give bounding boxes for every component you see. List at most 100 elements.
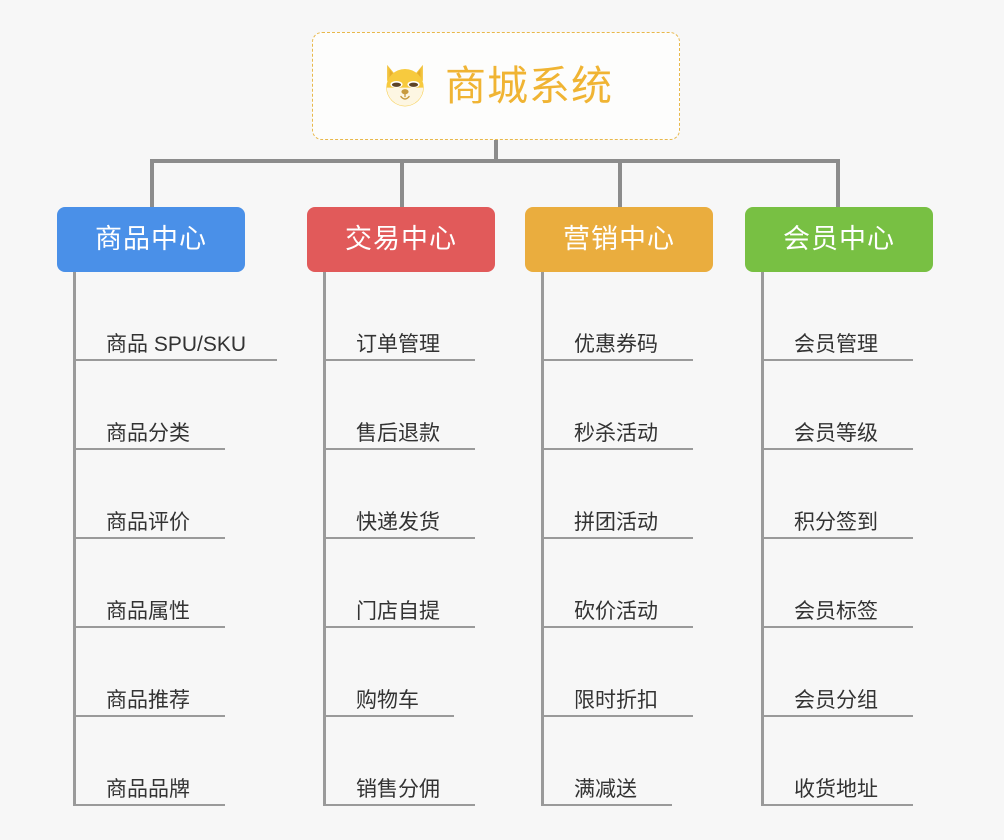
subitem-label: 快递发货	[356, 511, 440, 534]
subitem-list-4: 会员管理 会员等级 积分签到 会员标签 会员分组 收货地址	[761, 272, 965, 806]
list-item[interactable]: 销售分佣	[323, 717, 527, 806]
subitem-label: 售后退款	[356, 422, 440, 445]
list-item[interactable]: 砍价活动	[541, 539, 745, 628]
connector-horizontal-bar	[152, 159, 840, 163]
category-header-3[interactable]: 营销中心	[525, 207, 713, 272]
subitem-rule	[761, 626, 913, 628]
list-item[interactable]: 限时折扣	[541, 628, 745, 717]
subitem-rule	[541, 537, 693, 539]
category-header-1[interactable]: 商品中心	[57, 207, 245, 272]
subitem-rule	[323, 804, 475, 806]
subitem-label: 优惠券码	[574, 333, 658, 356]
connector-drop-3	[618, 159, 622, 207]
subitem-rule	[761, 359, 913, 361]
subitem-label: 积分签到	[794, 511, 878, 534]
category-header-2[interactable]: 交易中心	[307, 207, 495, 272]
subitem-rule	[73, 359, 277, 361]
connector-drop-2	[400, 159, 404, 207]
subitem-rule	[761, 537, 913, 539]
subitem-rule	[323, 448, 475, 450]
subitem-label: 限时折扣	[574, 689, 658, 712]
subitem-label: 砍价活动	[574, 600, 658, 623]
list-item[interactable]: 快递发货	[323, 450, 527, 539]
category-column-1: 商品中心 商品 SPU/SKU 商品分类 商品评价 商品属性 商品推荐	[57, 207, 277, 806]
shiba-dog-face-icon	[386, 64, 424, 107]
subitem-label: 会员标签	[794, 600, 878, 623]
list-item[interactable]: 门店自提	[323, 539, 527, 628]
subitem-rule	[73, 626, 225, 628]
category-column-4: 会员中心 会员管理 会员等级 积分签到 会员标签 会员分组	[745, 207, 965, 806]
subitem-label: 会员等级	[794, 422, 878, 445]
list-item[interactable]: 优惠券码	[541, 272, 745, 361]
category-header-4[interactable]: 会员中心	[745, 207, 933, 272]
list-item[interactable]: 会员标签	[761, 539, 965, 628]
subitem-label: 销售分佣	[356, 778, 440, 801]
subitem-label: 满减送	[574, 778, 637, 801]
category-spine-1	[73, 272, 76, 806]
subitem-rule	[323, 359, 475, 361]
list-item[interactable]: 满减送	[541, 717, 745, 806]
subitem-rule	[73, 537, 225, 539]
list-item[interactable]: 会员管理	[761, 272, 965, 361]
subitem-label: 门店自提	[356, 600, 440, 623]
subitem-list-1: 商品 SPU/SKU 商品分类 商品评价 商品属性 商品推荐 商品品牌	[73, 272, 277, 806]
subitem-rule	[761, 804, 913, 806]
subitem-label: 订单管理	[356, 333, 440, 356]
list-item[interactable]: 会员分组	[761, 628, 965, 717]
subitem-rule	[73, 804, 225, 806]
subitem-label: 购物车	[356, 689, 419, 712]
subitem-rule	[323, 537, 475, 539]
subitem-label: 收货地址	[794, 778, 878, 801]
list-item[interactable]: 售后退款	[323, 361, 527, 450]
subitem-label: 拼团活动	[574, 511, 658, 534]
list-item[interactable]: 商品分类	[73, 361, 277, 450]
category-column-2: 交易中心 订单管理 售后退款 快递发货 门店自提 购物车	[307, 207, 527, 806]
subitem-label: 商品评价	[106, 511, 190, 534]
subitem-label: 商品分类	[106, 422, 190, 445]
subitem-rule	[323, 626, 475, 628]
subitem-rule	[541, 804, 672, 806]
subitem-label: 商品品牌	[106, 778, 190, 801]
category-label-4: 会员中心	[783, 224, 895, 254]
subitem-label: 商品属性	[106, 600, 190, 623]
connector-drop-1	[150, 159, 154, 207]
subitem-label: 秒杀活动	[574, 422, 658, 445]
root-title: 商城系统	[445, 62, 613, 109]
list-item[interactable]: 商品评价	[73, 450, 277, 539]
category-label-1: 商品中心	[95, 224, 207, 254]
list-item[interactable]: 秒杀活动	[541, 361, 745, 450]
subitem-list-3: 优惠券码 秒杀活动 拼团活动 砍价活动 限时折扣 满减送	[541, 272, 745, 806]
list-item[interactable]: 订单管理	[323, 272, 527, 361]
root-node[interactable]: 商城系统	[312, 32, 680, 140]
category-spine-3	[541, 272, 544, 806]
subitem-rule	[541, 448, 693, 450]
subitem-rule	[73, 448, 225, 450]
list-item[interactable]: 购物车	[323, 628, 527, 717]
list-item[interactable]: 商品 SPU/SKU	[73, 272, 277, 361]
list-item[interactable]: 商品推荐	[73, 628, 277, 717]
subitem-rule	[541, 715, 693, 717]
subitem-label: 商品 SPU/SKU	[106, 333, 247, 356]
list-item[interactable]: 商品属性	[73, 539, 277, 628]
connector-drop-4	[836, 159, 840, 207]
list-item[interactable]: 收货地址	[761, 717, 965, 806]
subitem-list-2: 订单管理 售后退款 快递发货 门店自提 购物车 销售分佣	[323, 272, 527, 806]
subitem-label: 会员管理	[794, 333, 878, 356]
subitem-rule	[761, 715, 913, 717]
category-spine-2	[323, 272, 326, 806]
list-item[interactable]: 拼团活动	[541, 450, 745, 539]
list-item[interactable]: 会员等级	[761, 361, 965, 450]
list-item[interactable]: 积分签到	[761, 450, 965, 539]
list-item[interactable]: 商品品牌	[73, 717, 277, 806]
subitem-label: 会员分组	[794, 689, 878, 712]
subitem-rule	[761, 448, 913, 450]
subitem-label: 商品推荐	[106, 689, 190, 712]
category-label-3: 营销中心	[563, 224, 675, 254]
category-column-3: 营销中心 优惠券码 秒杀活动 拼团活动 砍价活动 限时折扣	[525, 207, 745, 806]
subitem-rule	[541, 359, 693, 361]
category-spine-4	[761, 272, 764, 806]
subitem-rule	[323, 715, 454, 717]
category-label-2: 交易中心	[345, 224, 457, 254]
subitem-rule	[73, 715, 225, 717]
